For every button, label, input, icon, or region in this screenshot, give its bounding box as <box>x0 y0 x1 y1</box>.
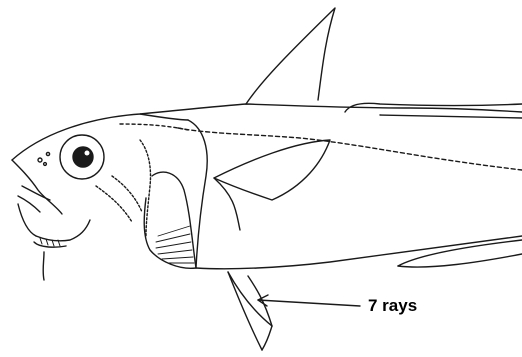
lower-jaw <box>36 220 90 241</box>
preopercle-edge <box>140 140 151 236</box>
gill-cover <box>188 120 207 268</box>
lateral-line <box>178 128 522 170</box>
dorsal-fin <box>246 8 335 104</box>
body-lower-outline <box>196 236 522 269</box>
chin-barbel <box>43 252 44 280</box>
pectoral-fin <box>214 140 330 200</box>
annotation-label: 7 rays <box>368 296 417 316</box>
gill-region <box>144 172 196 268</box>
annotation-arrow-line <box>258 300 360 306</box>
snout <box>12 160 62 214</box>
pupil <box>73 147 93 167</box>
